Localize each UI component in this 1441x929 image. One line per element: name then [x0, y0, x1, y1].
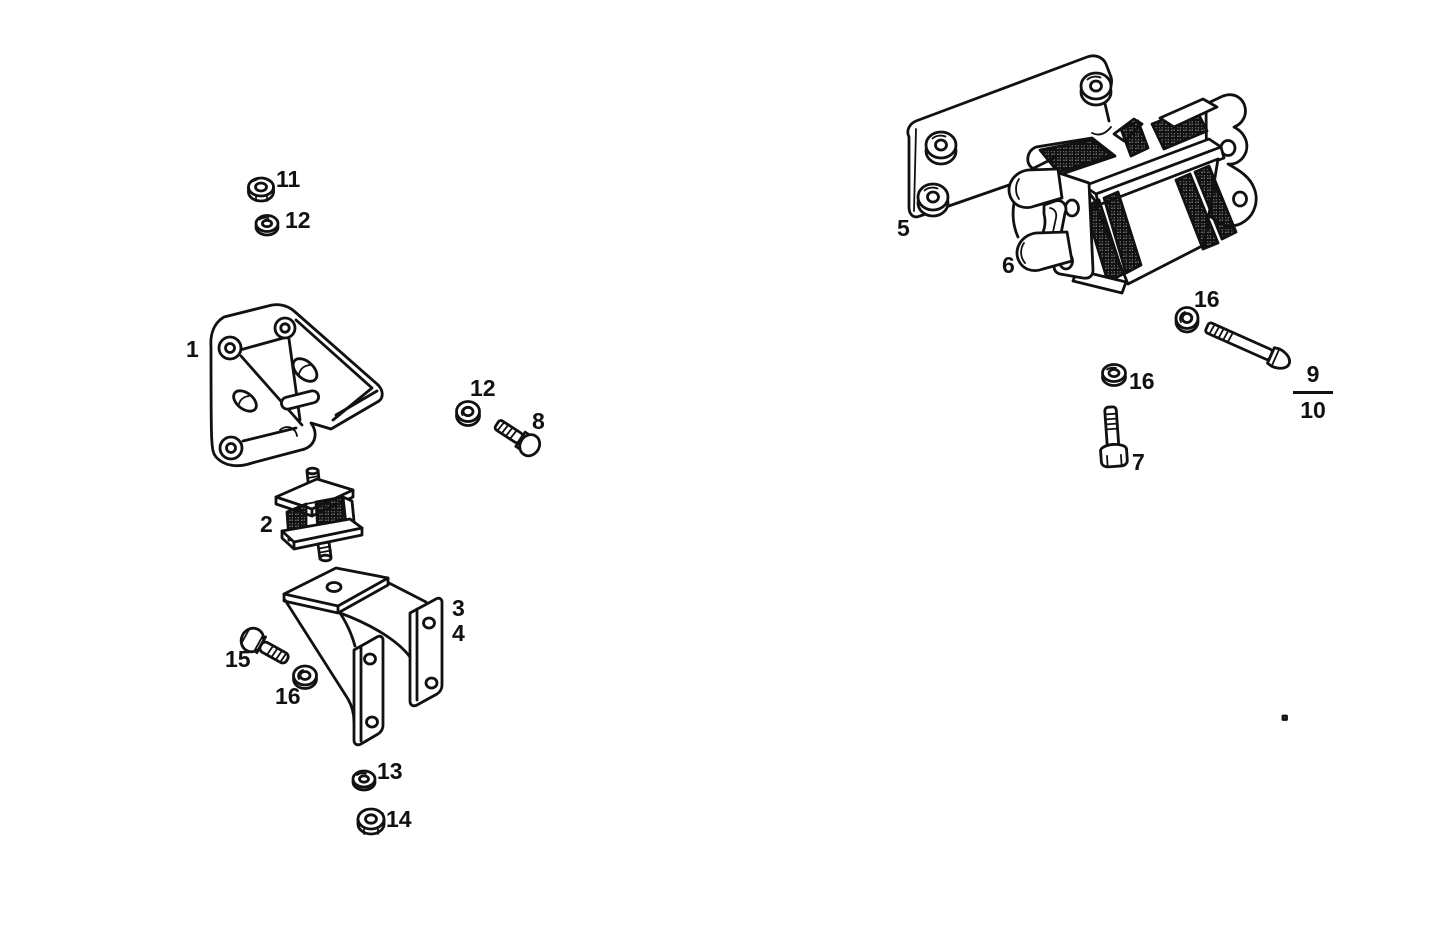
bushing-upper-left [924, 130, 958, 166]
callout-8: 8 [532, 408, 545, 434]
callout-12-upper: 12 [285, 207, 311, 233]
part-support-bracket-3-4 [282, 566, 444, 747]
callout-16-right-top: 16 [1194, 286, 1220, 312]
callout-9-10: 9 10 [1293, 361, 1333, 424]
part-bracket-1 [209, 303, 384, 468]
callout-10: 10 [1300, 397, 1326, 423]
part-washer-16-right-top [1174, 306, 1200, 334]
part-bolt-8 [493, 419, 542, 458]
part-engine-mount-6 [1007, 93, 1258, 295]
part-washer-12-middle [455, 400, 481, 427]
part-rubber-mount-2 [274, 466, 364, 563]
callout-15: 15 [225, 646, 251, 672]
bushing-right [1079, 71, 1113, 107]
part-washer-12-upper [254, 214, 280, 237]
callout-6: 6 [1002, 252, 1015, 278]
ink-speck [1281, 714, 1288, 721]
callout-14: 14 [386, 806, 412, 832]
part-washer-16-right-lower [1101, 363, 1127, 387]
callout-7: 7 [1132, 449, 1145, 475]
callout-9: 9 [1293, 361, 1333, 394]
callout-16-left: 16 [275, 683, 301, 709]
part-bolt-9-10 [1204, 321, 1291, 370]
part-bolt-7 [1099, 405, 1129, 469]
callout-12-middle: 12 [470, 375, 496, 401]
callout-2: 2 [260, 511, 273, 537]
callout-13: 13 [377, 758, 403, 784]
callout-4: 4 [452, 620, 465, 646]
part-hex-nut-11 [247, 176, 275, 203]
bushing-lower-left [916, 182, 950, 218]
callout-11: 11 [276, 166, 301, 192]
callout-16-right-lower: 16 [1129, 368, 1155, 394]
part-hex-nut-14 [356, 807, 386, 836]
callout-3: 3 [452, 595, 465, 621]
part-bolt-15 [239, 626, 290, 665]
callout-5: 5 [897, 215, 910, 241]
part-mounting-plate-5 [906, 54, 1113, 219]
callout-1: 1 [186, 336, 199, 362]
part-washer-16-left [292, 664, 318, 690]
part-washer-13 [351, 769, 377, 792]
